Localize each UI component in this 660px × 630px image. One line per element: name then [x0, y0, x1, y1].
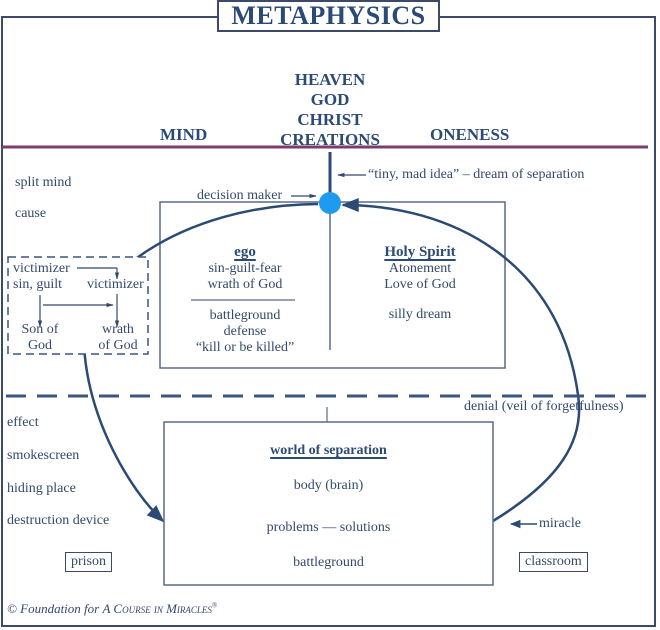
ego-battleground: battleground [209, 308, 281, 323]
cycle-victimizer-right: victimizer [87, 277, 144, 292]
body-brain-label: body (brain) [293, 478, 364, 493]
world-column: world of separation body (brain) problem… [164, 442, 493, 571]
love-of-god-label: Love of God [384, 277, 456, 292]
split-mind-label: split mind [15, 175, 72, 190]
silly-dream-label: silly dream [388, 307, 452, 322]
atonement-label: Atonement [388, 261, 452, 276]
effect-label: effect [7, 415, 39, 430]
cycle-son-of-god: Son of God [14, 322, 66, 354]
decision-maker-label: decision maker [197, 188, 283, 203]
heaven-stack: HEAVEN GOD CHRIST CREATIONS [270, 70, 390, 150]
oneness-label: ONENESS [430, 125, 510, 144]
cycle-victimizer-left: victimizer [13, 261, 70, 276]
copyright-notice: © Foundation for A Course in Miracles® [7, 601, 217, 617]
page-title: METAPHYSICS [217, 0, 440, 32]
prison-label: prison [65, 552, 112, 572]
cause-label: cause [15, 206, 47, 221]
ego-heading: ego [234, 244, 256, 260]
classroom-label: classroom [519, 552, 588, 572]
problems-solutions-label: problems — solutions [266, 520, 391, 535]
holy-spirit-arc [341, 198, 581, 523]
tiny-mad-idea-label: “tiny, mad idea” – dream of separation [368, 167, 585, 182]
creations-label: CREATIONS [280, 130, 380, 149]
heaven-label: HEAVEN [294, 70, 366, 89]
world-box [163, 421, 494, 586]
smokescreen-label: smokescreen [7, 448, 80, 463]
cycle-of-god: of God [98, 338, 138, 353]
miracle-label: miracle [539, 516, 581, 531]
copyright-name: A Course in Miracles [102, 601, 212, 616]
ego-line-2: wrath of God [207, 277, 283, 292]
god-label: GOD [310, 90, 350, 109]
destruction-device-label: destruction device [7, 513, 110, 528]
ego-kill-or-be-killed: “kill or be killed” [195, 340, 295, 355]
world-battleground-label: battleground [293, 555, 364, 570]
denial-label: denial (veil of forgetfulness) [464, 399, 624, 414]
cycle-god: God [27, 338, 53, 353]
copyright-prefix: © Foundation for [7, 601, 103, 616]
cycle-sin-guilt: sin, guilt [13, 277, 63, 292]
decision-maker-dot [319, 192, 341, 214]
cycle-wrath-of-god: wrath of God [90, 322, 146, 354]
hiding-place-label: hiding place [7, 481, 76, 496]
ego-column: ego sin-guilt-fear wrath of God battlegr… [175, 243, 315, 356]
ego-line-1: sin-guilt-fear [208, 261, 282, 276]
mind-label: MIND [160, 125, 208, 144]
cycle-son-of: Son of [21, 322, 59, 337]
holy-spirit-column: Holy Spirit Atonement Love of God silly … [350, 243, 490, 323]
registered-mark: ® [211, 601, 218, 610]
holy-spirit-heading: Holy Spirit [384, 244, 456, 260]
ego-defense: defense [223, 324, 267, 339]
world-heading: world of separation [270, 443, 387, 458]
christ-label: CHRIST [297, 110, 363, 129]
cycle-wrath: wrath [102, 322, 134, 337]
